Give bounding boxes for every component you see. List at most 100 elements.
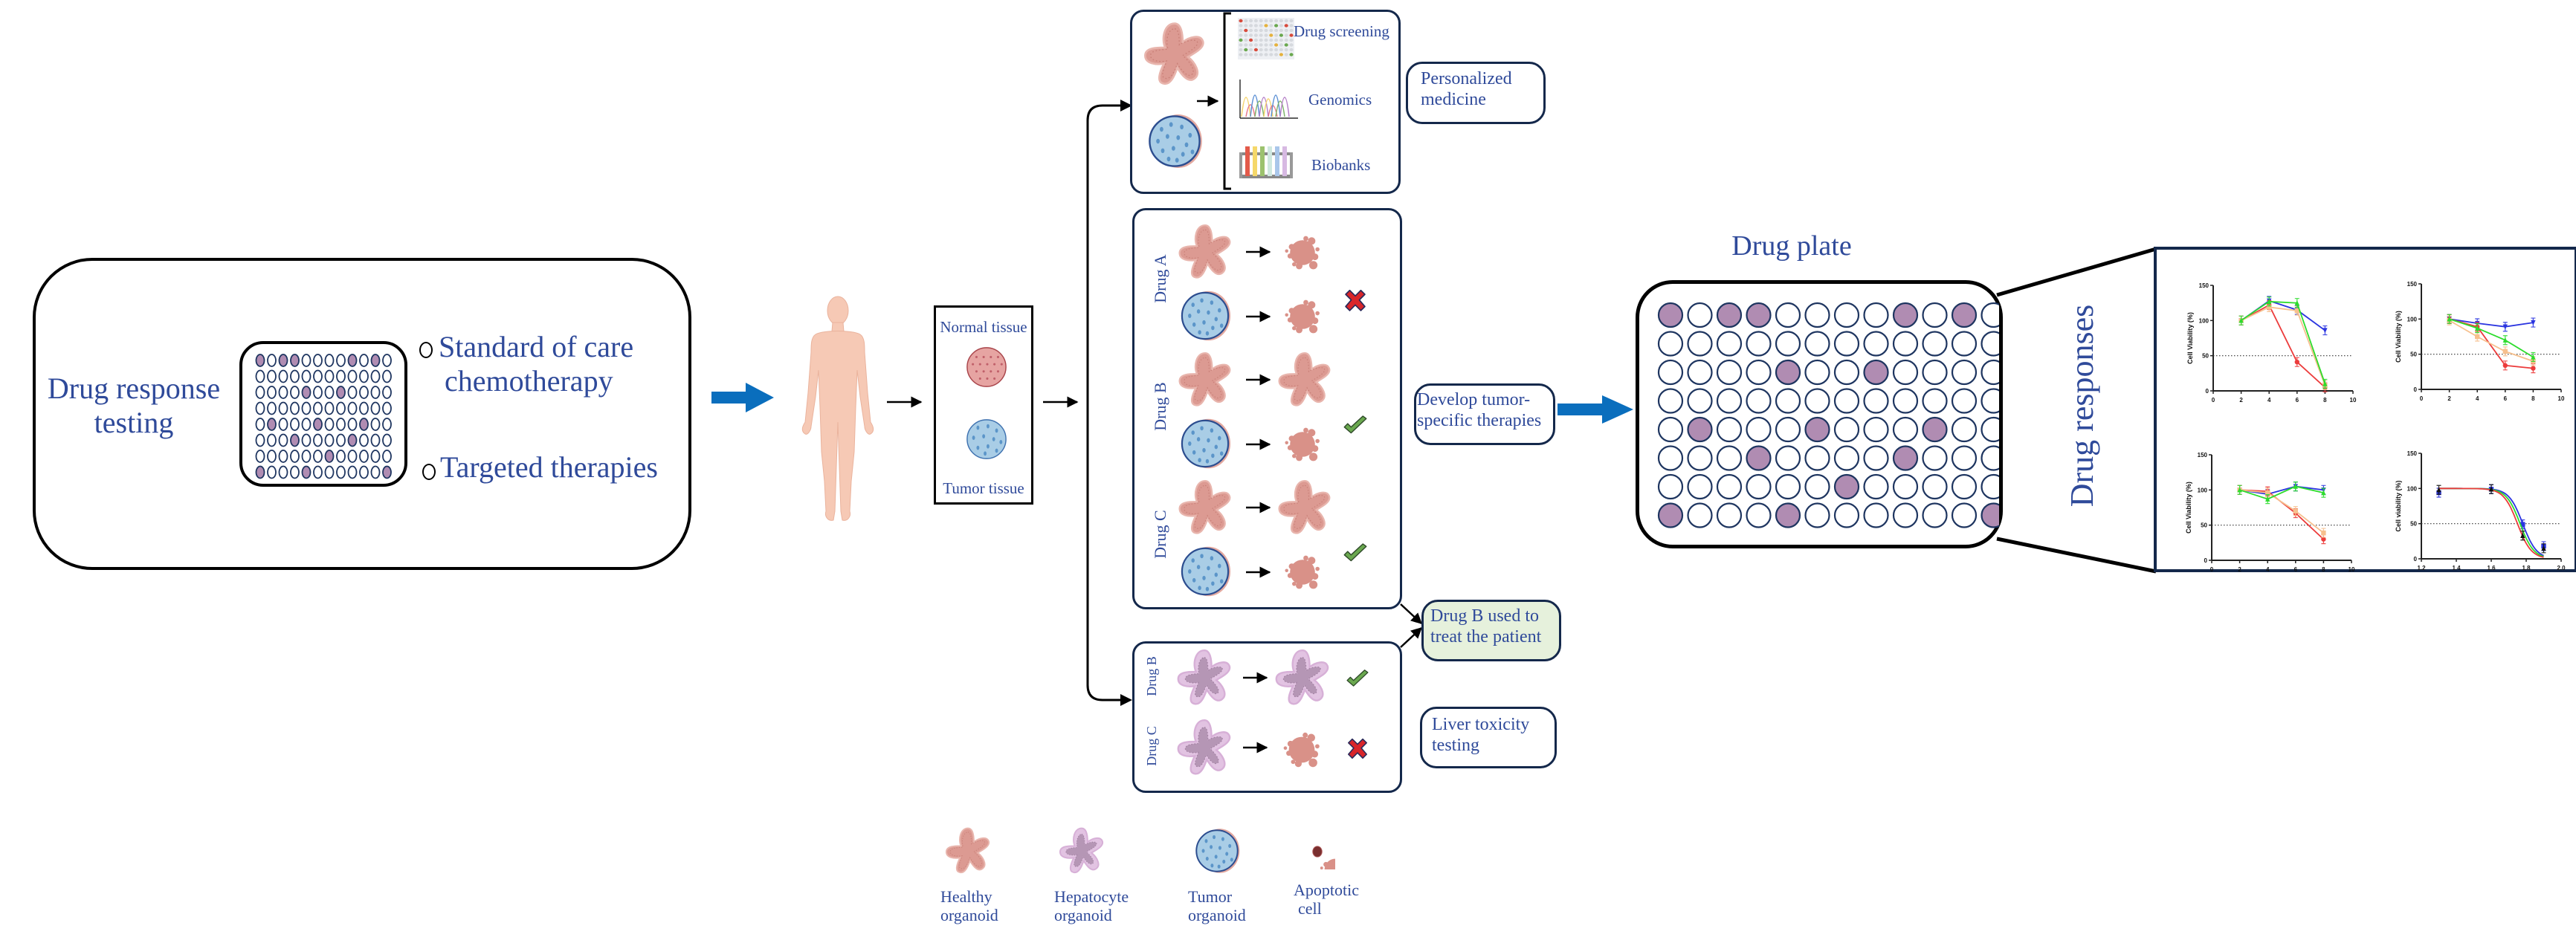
well-empty [301, 418, 311, 431]
apoptotic-cell-icon [1282, 232, 1323, 273]
x-tick-label: 1.8 [2522, 565, 2531, 571]
tissue-sample-panel [934, 305, 1033, 505]
healthy-organoid-icon [1276, 479, 1334, 537]
well-empty [1892, 331, 1919, 357]
tumor-organoid-icon [1178, 288, 1233, 343]
screening-well [1249, 24, 1253, 27]
well-empty [1951, 331, 1978, 357]
screening-well [1284, 19, 1288, 23]
screening-well [1274, 33, 1279, 37]
x-tick-label: 6 [2296, 397, 2299, 404]
well-empty [290, 450, 300, 463]
well-empty [290, 386, 300, 399]
screening-well [1269, 33, 1274, 37]
screening-well [1269, 19, 1274, 23]
series-line-green [2241, 300, 2326, 384]
screening-well [1274, 28, 1279, 33]
well-empty [301, 401, 311, 415]
error-bar [2475, 323, 2480, 334]
error-bar [2294, 357, 2299, 367]
screening-well [1253, 24, 1258, 27]
well-empty [255, 369, 265, 383]
well-empty [1775, 445, 1801, 471]
screening-well [1284, 28, 1288, 33]
well-filled [1746, 445, 1772, 471]
well-filled [301, 465, 311, 479]
bullet-circle-icon [419, 342, 433, 358]
well-empty [1833, 359, 1860, 386]
screening-well [1253, 43, 1258, 47]
screening-well [1253, 53, 1258, 56]
well-empty [324, 354, 335, 367]
well-empty [359, 369, 369, 383]
well-empty [382, 401, 392, 415]
develop-therapies-label: Develop tumor- specific therapies [1417, 390, 1542, 430]
series-line-blue [2239, 485, 2324, 495]
series-curve-red [2438, 487, 2544, 558]
arrow-icon [887, 396, 923, 408]
screening-well [1244, 19, 1248, 23]
y-tick-label: 100 [2407, 316, 2418, 323]
well-empty [313, 401, 323, 415]
screening-well [1264, 19, 1268, 23]
well-empty [313, 465, 323, 479]
screening-well [1284, 43, 1288, 47]
arrow-icon [1246, 246, 1271, 258]
screening-well [1239, 19, 1243, 23]
well-empty [382, 450, 392, 463]
cross-icon [1343, 288, 1368, 314]
well-empty [313, 369, 323, 383]
well-empty [1951, 445, 1978, 471]
well-empty [278, 418, 288, 431]
well-empty [267, 369, 277, 383]
well-filled [1951, 302, 1978, 328]
well-empty [370, 465, 381, 479]
screening-well [1279, 48, 1283, 52]
well-empty [255, 386, 265, 399]
well-empty [324, 401, 335, 415]
error-bar [2265, 494, 2270, 505]
x-tick-label: 6 [2504, 395, 2508, 402]
well-empty [1687, 302, 1713, 328]
well-filled [382, 465, 392, 479]
x-tick-label: 0 [2420, 395, 2424, 402]
well-empty [1833, 502, 1860, 528]
x-tick-label: 6 [2294, 566, 2298, 572]
well-empty [1746, 416, 1772, 443]
screening-well [1289, 53, 1294, 56]
screening-well [1284, 48, 1288, 52]
well-empty [336, 433, 346, 447]
y-axis-label: Cell Viability (%) [2185, 482, 2192, 534]
well-filled [1892, 445, 1919, 471]
apoptotic-cell-icon [1300, 834, 1335, 869]
tumor-organoid-icon [1192, 826, 1242, 875]
well-empty [1892, 388, 1919, 414]
screening-well [1279, 24, 1283, 27]
well-empty [301, 433, 311, 447]
well-filled [347, 433, 358, 447]
well-empty [301, 369, 311, 383]
screening-well [1274, 24, 1279, 27]
human-body-icon [801, 296, 874, 521]
hepatocyte-organoid-icon [1057, 826, 1106, 875]
mini-plate-wells [255, 354, 392, 479]
well-empty [1804, 331, 1830, 357]
x-tick-label: 10 [2558, 395, 2565, 402]
hepatocyte-organoid-icon [1175, 718, 1234, 777]
well-empty [336, 369, 346, 383]
option-label: chemotherapy [445, 364, 613, 398]
personalized-item-label: Biobanks [1311, 156, 1371, 174]
screening-well [1264, 28, 1268, 33]
well-empty [1922, 502, 1948, 528]
well-filled [324, 450, 335, 463]
screening-well [1239, 24, 1243, 27]
screening-well [1259, 53, 1263, 56]
well-empty [1981, 445, 1999, 471]
well-empty [278, 465, 288, 479]
screening-well [1269, 24, 1274, 27]
well-empty [1687, 388, 1713, 414]
well-empty [1687, 445, 1713, 471]
